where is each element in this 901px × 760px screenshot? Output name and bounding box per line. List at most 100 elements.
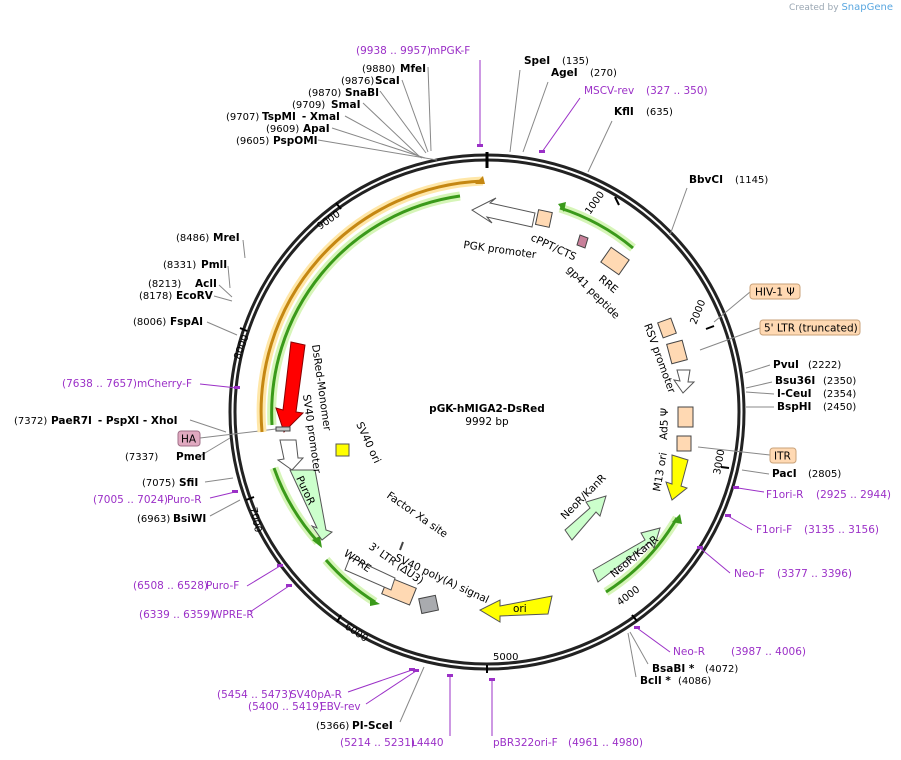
enzyme-position: (9707) [226,112,259,123]
wpre-box [344,556,396,591]
enzyme-name[interactable]: SpeI [524,55,550,67]
tick-label: 3000 [712,449,727,476]
boxed-ltr5: 5' LTR (truncated) [759,319,861,336]
plasmid-length: 9992 bp [465,416,509,428]
plasmid-name: pGK-hMIGA2-DsRed [429,403,545,415]
primer-leader-line [209,491,236,499]
enzyme-name[interactable]: AclI [195,278,217,290]
primer-name[interactable]: Puro-R [167,494,202,506]
primer-name[interactable]: SV40pA-R [290,689,342,701]
sv40-ori-label: SV40 ori [353,420,383,465]
primer-binding-mark [697,546,703,549]
enzyme-name[interactable]: SmaI [331,99,361,111]
enzyme-name[interactable]: FspAI [170,316,203,328]
primer-leader-line [199,383,238,389]
enzyme-name[interactable]: KflI [614,106,634,118]
enzyme-name[interactable]: PspOMI [273,135,318,147]
primer-name[interactable]: pBR322ori-F [493,737,558,749]
enzyme-leader-line [189,419,227,433]
enzyme-position: (9609) [266,124,299,135]
primer-name[interactable]: F1ori-F [756,524,792,536]
primer-name[interactable]: WPRE-R [212,609,254,621]
primer-name[interactable]: mCherry-F [137,378,192,390]
enzyme-name[interactable]: PmeI [176,451,206,463]
enzyme-name[interactable]: ScaI [375,75,400,87]
enzyme-leader-line [213,295,233,302]
enzyme-name[interactable]: BsaBI * [652,663,695,675]
hiv-psi-box [657,317,677,339]
primer-name[interactable]: mPGK-F [430,45,470,57]
enzyme-name[interactable]: SfiI [179,477,198,489]
primer-name[interactable]: F1ori-R [766,489,803,501]
enzyme-position: (9880) [362,64,395,75]
enzyme-leader-line [744,364,771,374]
tick-mark [614,196,620,206]
enzyme-name[interactable]: PvuI [773,359,799,371]
primer-name[interactable]: Neo-R [673,646,705,658]
primer-position: (4961 .. 4980) [568,737,643,749]
primer-leader-line [727,515,753,531]
enzyme-name[interactable]: I-CeuI [777,388,811,400]
enzyme-extra-names[interactable]: - PspXI - XhoI [98,415,178,427]
enzyme-position: (6963) [137,514,170,525]
primer-name[interactable]: MSCV-rev [584,85,634,97]
snapgene-brand: Created by SnapGene [789,2,893,13]
m13-ori-arrow [665,454,689,501]
enzyme-name[interactable]: BspHI [777,401,811,413]
primer-binding-mark [409,668,415,671]
enzyme-position: (4086) [678,676,711,687]
primer-name[interactable]: Neo-F [734,568,765,580]
enzyme-name[interactable]: BsiWI [173,513,206,525]
rsv-promoter-arrow [672,369,696,394]
enzyme-leader-line [669,187,688,236]
primer-position: (2925 .. 2944) [816,489,891,501]
ltr5-label: 5' LTR (truncated) [764,323,858,335]
tick-mark [245,496,255,501]
boxed-ha: HA [177,430,201,447]
sv40-ori-box [335,443,350,457]
enzyme-name[interactable]: SnaBI [345,87,379,99]
primer-name[interactable]: L4440 [411,737,444,749]
primer-position: (5214 .. 5231) [340,737,415,749]
tick-label: 9000 [315,209,342,233]
enzyme-name[interactable]: PacI [772,468,797,480]
enzyme-name[interactable]: AgeI [551,67,578,79]
tick-label: 6000 [342,621,369,644]
dsred-monomer-arrow [275,341,306,433]
enzyme-name[interactable]: PaeR7I [51,415,92,427]
green-arc-wpre-arrowhead [370,598,380,606]
tick-mark [239,327,248,332]
tick-label: 2000 [689,298,709,326]
primer-leader-line [347,669,413,693]
pgk-promoter-label: PGK promoter [463,239,538,261]
primer-name[interactable]: EBV-rev [320,701,361,713]
primer-position: (3377 .. 3396) [777,568,852,580]
primer-binding-mark [725,514,731,517]
enzyme-name[interactable]: ApaI [303,123,330,135]
enzyme-position: (5366) [316,721,349,732]
enzyme-name[interactable]: PmlI [201,259,227,271]
primer-binding-mark [286,584,292,587]
boxed-itr: ITR [769,447,797,464]
enzyme-name[interactable]: BclI * [640,675,671,687]
enzyme-extra-names[interactable]: - XmaI [302,111,340,123]
tick-mark [336,614,342,623]
enzyme-name[interactable]: TspMI [262,111,296,123]
enzyme-name[interactable]: EcoRV [176,290,214,302]
green-arc-neo [605,517,679,594]
enzyme-leader-line [362,102,421,158]
enzyme-name[interactable]: MreI [213,232,240,244]
enzyme-position: (2450) [823,402,856,413]
enzyme-name[interactable]: Bsu36I [775,375,815,387]
primer-name[interactable]: Puro-F [206,580,239,592]
enzyme-name[interactable]: PI-SceI [352,720,393,732]
boxed-hiv-psi: HIV-1 Ψ [749,283,801,300]
enzyme-name[interactable]: BbvCI [689,174,723,186]
enzyme-position: (2350) [823,376,856,387]
tick-label: 8000 [232,333,251,361]
primer-position: (6508 .. 6528) [133,580,208,592]
enzyme-name[interactable]: MfeI [400,63,426,75]
snapgene-logo-text: SnapGene [841,2,893,13]
enzyme-position: (7075) [142,478,175,489]
enzyme-position: (9876) [341,76,374,87]
